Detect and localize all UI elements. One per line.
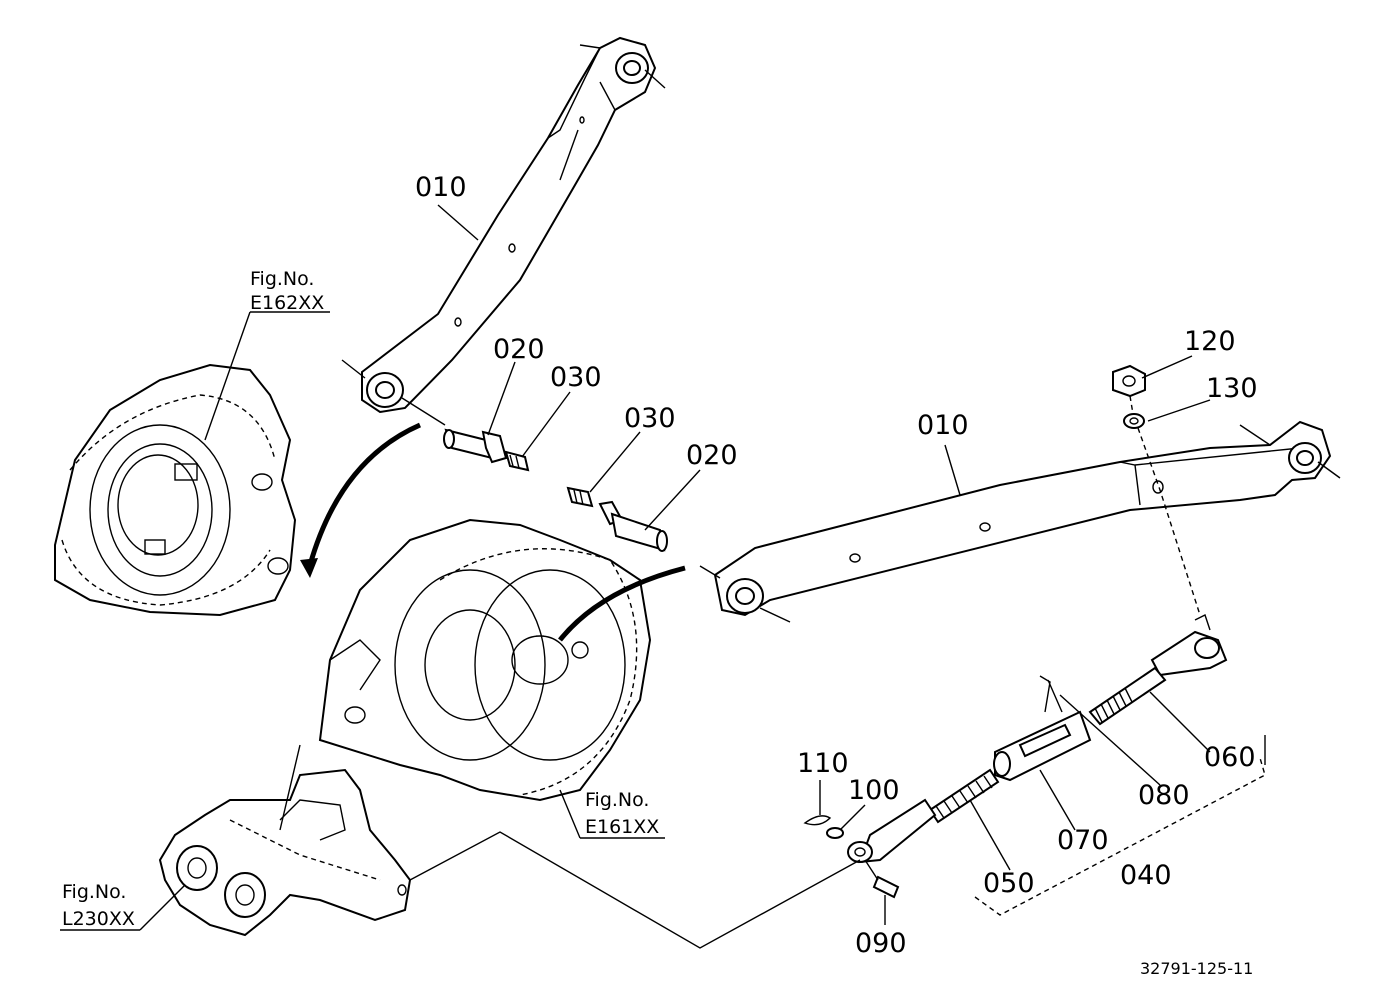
bracket-connection-line [279, 744, 301, 831]
callout-090: 090 [855, 928, 907, 959]
fig-ref-code-e161: E161XX [585, 816, 659, 838]
housing-e161 [318, 518, 652, 802]
washer-130 [1123, 413, 1145, 429]
bracket-l230 [158, 768, 412, 937]
callout-110: 110 [797, 748, 849, 779]
leader-lines [60, 204, 1211, 931]
bolt-030-left [504, 450, 530, 472]
housing-e162 [54, 363, 297, 617]
callout-010-upper: 010 [415, 172, 467, 203]
callout-070: 070 [1057, 825, 1109, 856]
diagram-code: 32791-125-11 [1140, 959, 1253, 978]
callout-020-left: 020 [493, 334, 545, 365]
rod-connection-line [409, 831, 861, 949]
callout-010-right: 010 [917, 410, 969, 441]
callout-080: 080 [1138, 780, 1190, 811]
fig-ref-code-e162: E162XX [250, 292, 324, 314]
callout-030-left: 030 [550, 362, 602, 393]
callout-020-mid: 020 [686, 440, 738, 471]
nut-120 [1112, 364, 1146, 398]
bolt-axis-line [1129, 395, 1201, 616]
lift-rod-assembly [803, 614, 1228, 899]
assembly-arrow-mid [558, 565, 686, 642]
callout-100: 100 [848, 775, 900, 806]
fig-ref-label-l230: Fig.No. [62, 881, 126, 903]
callout-040: 040 [1120, 860, 1172, 891]
right-lift-arm [699, 420, 1341, 623]
upper-lift-arm [341, 36, 666, 426]
pin-020-mid [598, 500, 668, 552]
callout-060: 060 [1204, 742, 1256, 773]
assembly-arrow-left [307, 422, 422, 566]
callout-030-mid: 030 [624, 403, 676, 434]
callout-050: 050 [983, 868, 1035, 899]
assembly-arrowhead-left [300, 558, 318, 578]
fig-ref-label-e161: Fig.No. [585, 789, 649, 811]
fig-ref-code-l230: L230XX [62, 908, 135, 930]
callout-120: 120 [1184, 326, 1236, 357]
pin-020-left [443, 428, 508, 464]
callout-130: 130 [1206, 373, 1258, 404]
fig-ref-label-e162: Fig.No. [250, 268, 314, 290]
bolt-030-mid [566, 486, 594, 508]
group-040-bracket [974, 757, 1266, 916]
